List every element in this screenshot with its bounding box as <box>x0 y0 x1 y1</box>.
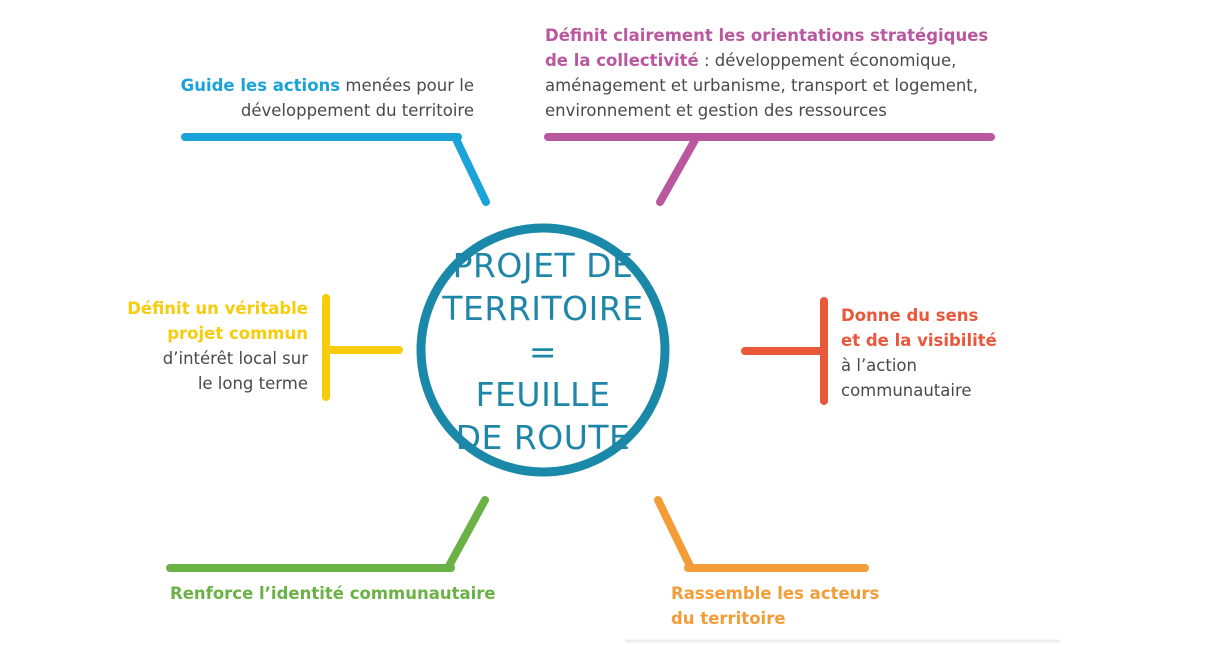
label-meaning-line-1: Donne du sens <box>841 306 979 325</box>
label-guide: Guide les actions menées pour le dévelop… <box>150 73 474 123</box>
label-strategic-bold: de la collectivité <box>545 51 699 70</box>
label-guide-bold: Guide les actions <box>180 76 341 95</box>
label-strategic-line-4: environnement et gestion des ressources <box>545 101 887 120</box>
label-strategic-line-2: de la collectivité : développement écono… <box>545 48 988 73</box>
label-project: Définit un véritable projet commun d’int… <box>90 296 308 396</box>
label-identity: Renforce l’identité communautaire <box>170 581 496 606</box>
label-meaning-line-2: et de la visibilité <box>841 331 997 350</box>
connector-guide <box>181 133 490 206</box>
label-meaning-line-3: à l’action <box>841 356 917 375</box>
connector-actors <box>654 496 869 572</box>
center-line-3: = <box>528 332 558 371</box>
center-title: PROJET DE TERRITOIRE = FEUILLE DE ROUTE <box>428 244 658 459</box>
label-actors-line-1: Rassemble les acteurs <box>671 584 880 603</box>
label-guide-line-1: Guide les actions menées pour le <box>150 73 474 98</box>
center-line-1: PROJET DE <box>452 246 634 285</box>
connector-strategic <box>544 133 995 206</box>
label-project-line-2: projet commun <box>167 324 308 343</box>
center-circle <box>416 223 670 477</box>
connector-project <box>322 294 403 401</box>
label-identity-line-1: Renforce l’identité communautaire <box>170 584 496 603</box>
label-meaning: Donne du sens et de la visibilité à l’ac… <box>841 303 997 403</box>
label-guide-rest: menées pour le <box>340 76 474 95</box>
label-actors: Rassemble les acteurs du territoire <box>671 581 879 631</box>
connector-meaning <box>741 297 828 405</box>
label-meaning-line-4: communautaire <box>841 381 972 400</box>
label-strategic-line-1: Définit clairement les orientations stra… <box>545 26 989 45</box>
connector-identity <box>166 496 489 572</box>
label-project-line-4: le long terme <box>197 374 308 393</box>
center-line-2: TERRITOIRE <box>442 289 644 328</box>
label-project-line-3: d’intérêt local sur <box>162 349 308 368</box>
label-strategic: Définit clairement les orientations stra… <box>545 23 988 123</box>
center-line-5: DE ROUTE <box>455 418 631 457</box>
center-line-4: FEUILLE <box>475 375 611 414</box>
label-actors-line-2: du territoire <box>671 609 786 628</box>
label-project-line-1: Définit un véritable <box>127 299 308 318</box>
label-strategic-rest: : développement économique, <box>698 51 957 70</box>
label-guide-line-2: développement du territoire <box>240 101 474 120</box>
label-strategic-line-3: aménagement et urbanisme, transport et l… <box>545 76 979 95</box>
